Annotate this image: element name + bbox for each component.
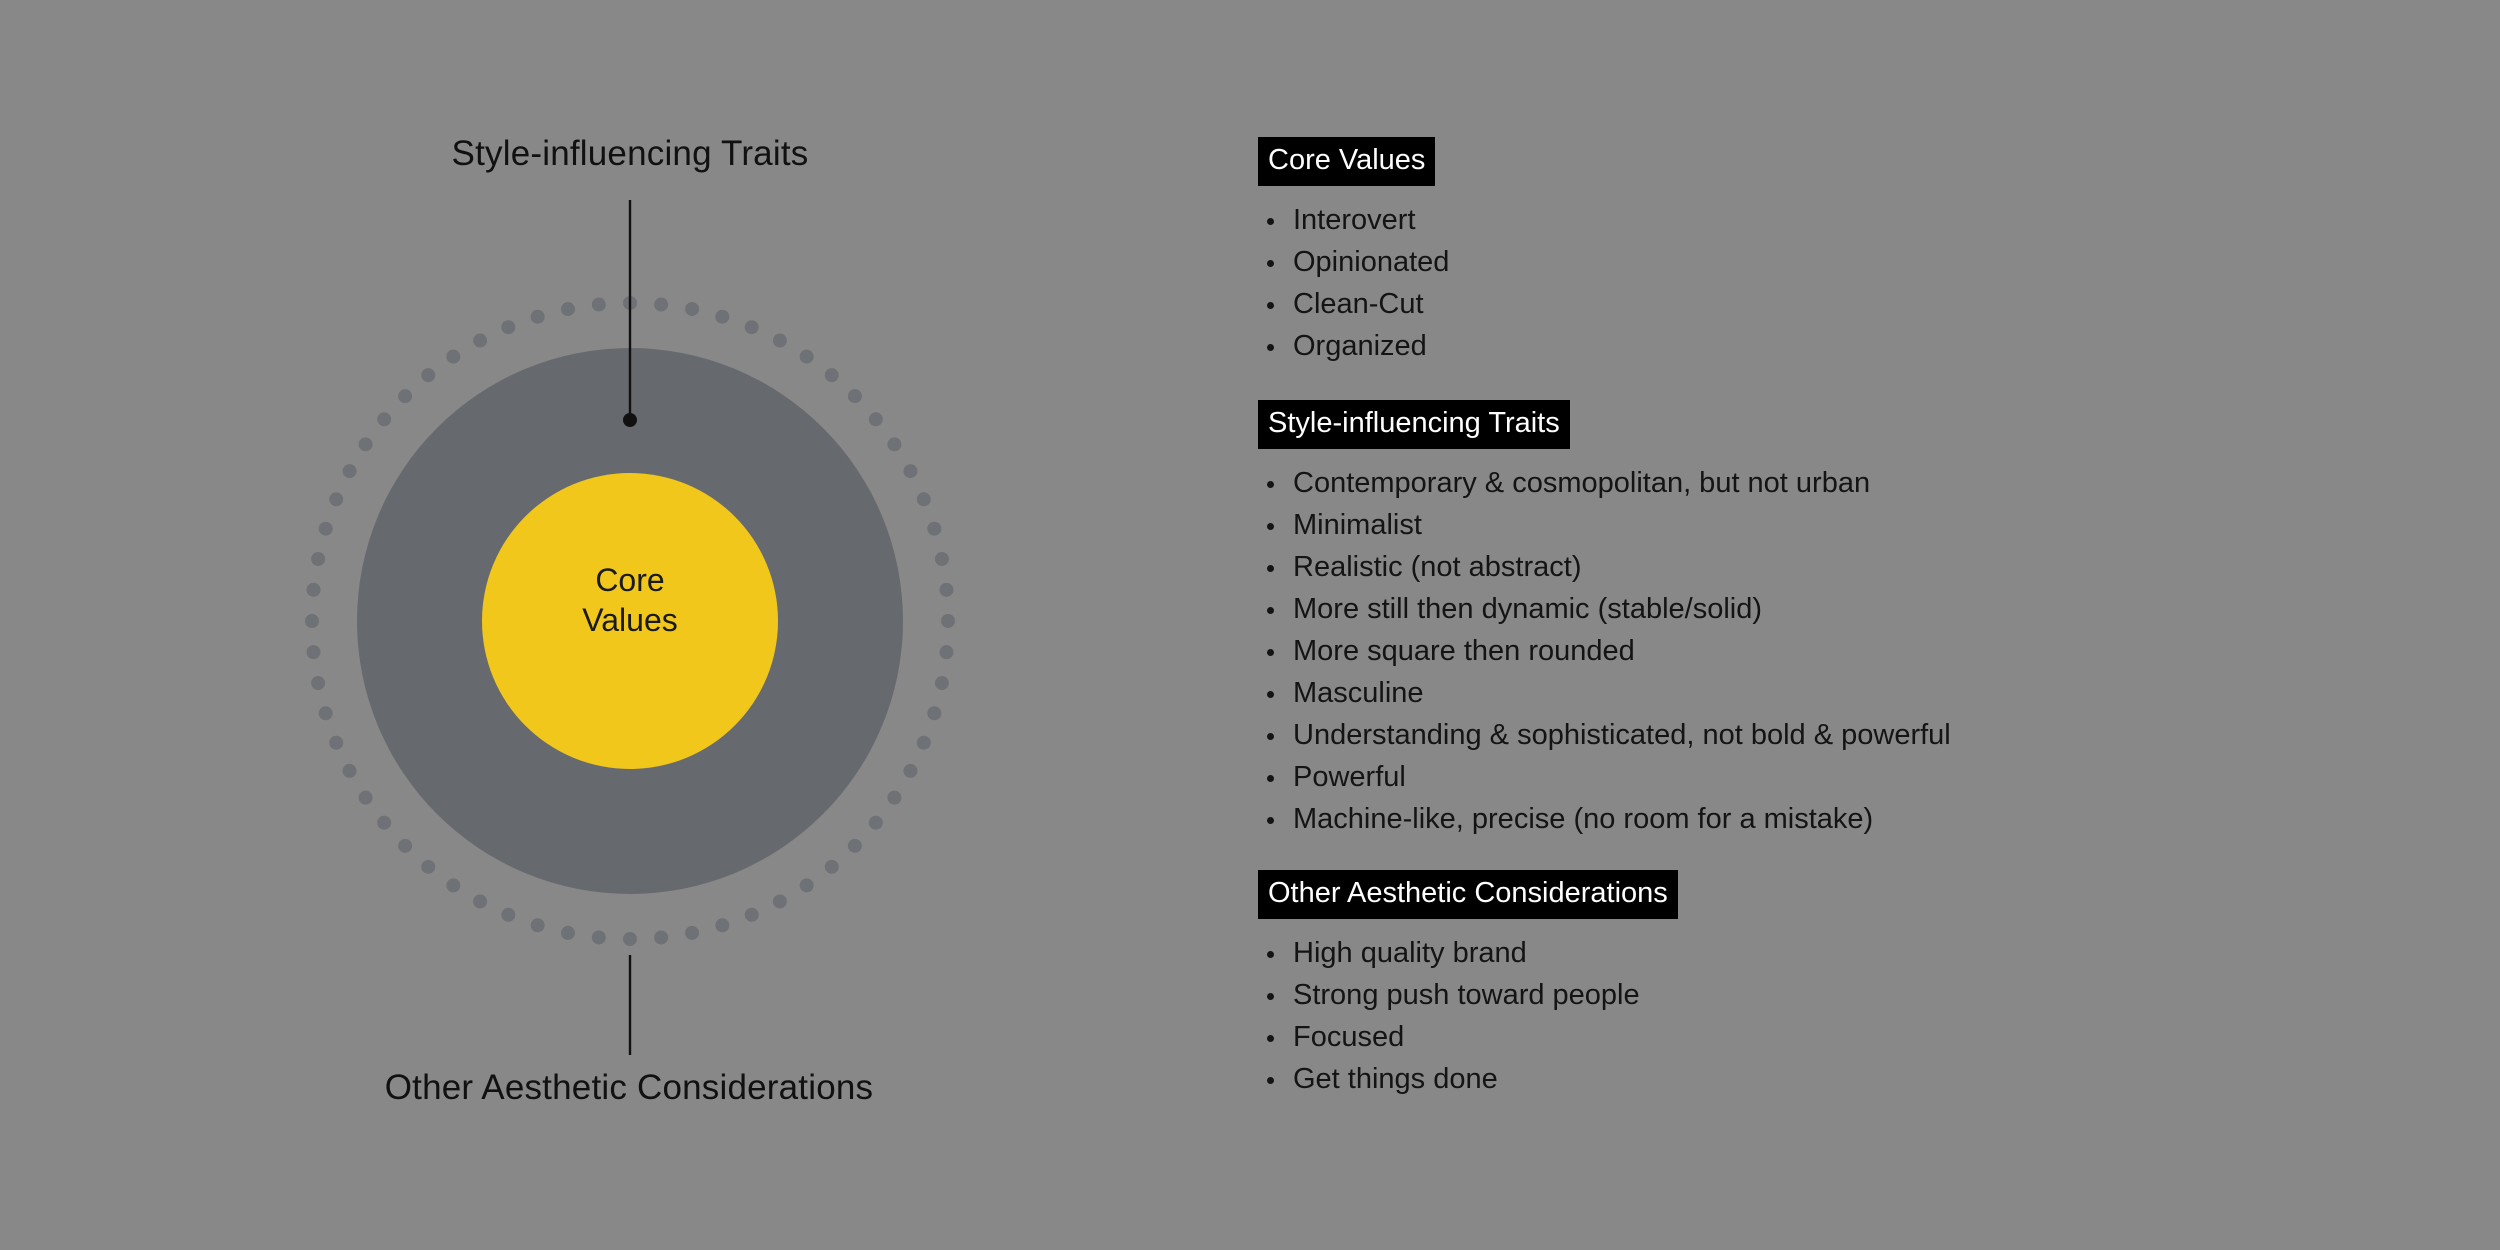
core-circle-label: Core Values	[582, 562, 678, 638]
list-item: High quality brand	[1258, 932, 1678, 974]
ring-dot	[623, 932, 637, 946]
ring-dot	[329, 492, 344, 507]
list-item: Minimalist	[1258, 504, 1951, 546]
ring-dot	[744, 907, 759, 922]
diagram-panel: Style-influencing Traits Core Values Oth…	[0, 0, 1240, 1250]
outer-dotted-ring	[305, 296, 955, 946]
ring-dot	[934, 676, 949, 691]
list-item: Understanding & sophisticated, not bold …	[1258, 714, 1951, 756]
list-item: Masculine	[1258, 672, 1951, 714]
list-item: Organized	[1258, 325, 1449, 367]
ring-dot	[772, 333, 787, 348]
ring-dot	[421, 859, 436, 874]
core-circle	[482, 473, 778, 769]
list-item: More still then dynamic (stable/solid)	[1258, 588, 1951, 630]
ring-dot	[342, 464, 357, 479]
ring-dot	[501, 907, 516, 922]
top-leader-endpoint-dot	[623, 413, 637, 427]
ring-dot	[916, 492, 931, 507]
list-item: Clean-Cut	[1258, 283, 1449, 325]
list-item: Machine-like, precise (no room for a mis…	[1258, 798, 1951, 840]
ring-dot	[927, 706, 942, 721]
ring-dot	[530, 918, 545, 933]
list-item: Contemporary & cosmopolitan, but not urb…	[1258, 462, 1951, 504]
ring-dot	[446, 878, 461, 893]
diagram-caption-bottom: Other Aesthetic Considerations	[384, 1068, 874, 1107]
ring-dot	[847, 389, 862, 404]
ring-dot	[305, 614, 319, 628]
ring-dot	[916, 735, 931, 750]
ring-dot	[939, 582, 954, 597]
ring-dot	[927, 521, 942, 536]
ring-dot	[824, 859, 839, 874]
ring-dot	[446, 349, 461, 364]
ring-dot	[318, 521, 333, 536]
list-item: Strong push toward people	[1258, 974, 1678, 1016]
ring-dot	[591, 297, 606, 312]
ring-dot	[473, 894, 488, 909]
list-section-other-aesthetic-considerations: Other Aesthetic Considerations High qual…	[1258, 870, 1678, 1100]
list-item: Opinionated	[1258, 241, 1449, 283]
diagram-caption-top: Style-influencing Traits	[451, 134, 809, 173]
ring-dot	[685, 302, 700, 317]
list-item: Get things done	[1258, 1058, 1678, 1100]
ring-dot	[868, 412, 883, 427]
concentric-circles-diagram	[305, 200, 955, 1055]
ring-dot	[501, 320, 516, 335]
ring-dot	[685, 925, 700, 940]
ring-dot	[903, 763, 918, 778]
ring-dot	[358, 437, 373, 452]
section-title-other-aesthetic-considerations: Other Aesthetic Considerations	[1258, 870, 1678, 919]
ring-dot	[744, 320, 759, 335]
ring-dot	[306, 645, 321, 660]
ring-dot	[421, 368, 436, 383]
ring-dot	[560, 302, 575, 317]
ring-dot	[772, 894, 787, 909]
section-title-core-values: Core Values	[1258, 137, 1436, 186]
list-item: More square then rounded	[1258, 630, 1951, 672]
list-item: Realistic (not abstract)	[1258, 546, 1951, 588]
ring-dot	[887, 790, 902, 805]
section-items-style-influencing-traits: Contemporary & cosmopolitan, but not urb…	[1258, 462, 1951, 840]
list-item: Interovert	[1258, 199, 1449, 241]
ring-dot	[311, 551, 326, 566]
ring-dot	[934, 551, 949, 566]
ring-dot	[939, 645, 954, 660]
ring-dot	[530, 309, 545, 324]
ring-dot	[847, 838, 862, 853]
ring-dot	[715, 918, 730, 933]
list-item: Focused	[1258, 1016, 1678, 1058]
ring-dot	[887, 437, 902, 452]
ring-dot	[799, 878, 814, 893]
ring-dot	[306, 582, 321, 597]
ring-dot	[398, 389, 413, 404]
ring-dot	[654, 297, 669, 312]
ring-dot	[654, 930, 669, 945]
ring-dot	[358, 790, 373, 805]
ring-dot	[318, 706, 333, 721]
list-item: Powerful	[1258, 756, 1951, 798]
ring-dot	[398, 838, 413, 853]
ring-dot	[868, 815, 883, 830]
section-title-style-influencing-traits: Style-influencing Traits	[1258, 400, 1570, 449]
ring-dot	[591, 930, 606, 945]
ring-dot	[715, 309, 730, 324]
list-section-style-influencing-traits: Style-influencing Traits Contemporary & …	[1258, 400, 1951, 840]
ring-dot	[824, 368, 839, 383]
ring-dot	[799, 349, 814, 364]
ring-dot	[473, 333, 488, 348]
ring-dot	[342, 763, 357, 778]
ring-dot	[329, 735, 344, 750]
ring-dot	[311, 676, 326, 691]
ring-dot	[903, 464, 918, 479]
ring-dot	[377, 815, 392, 830]
ring-dot	[560, 925, 575, 940]
ring-dot	[941, 614, 955, 628]
ring-dot	[377, 412, 392, 427]
